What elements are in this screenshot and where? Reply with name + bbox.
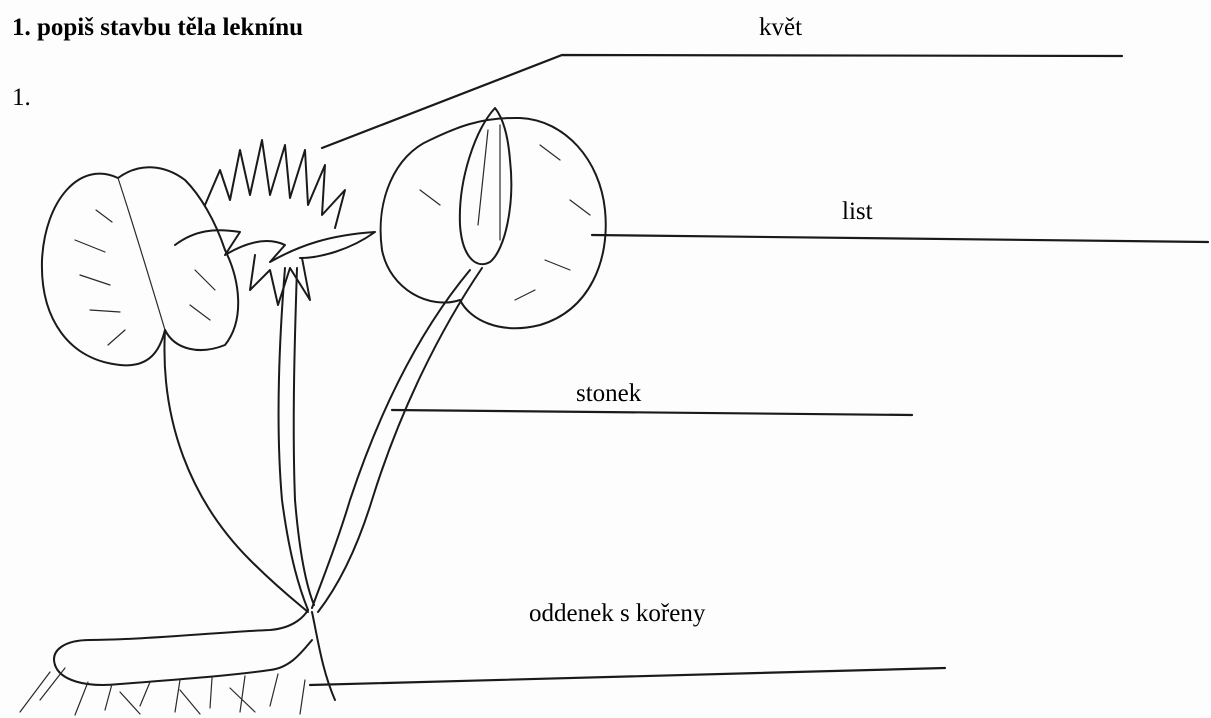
left-leaf-stalk-sketch [164,330,308,612]
right-leaf-sketch [381,118,606,328]
rhizome-sketch [20,610,335,715]
label-flower: květ [759,12,802,44]
label-stem: stonek [576,378,641,410]
right-stalk-sketch [312,268,482,612]
label-rhizome: oddenek s kořeny [529,598,705,630]
leader-line-stem [392,410,912,415]
leader-line-rhizome [310,668,945,685]
label-leaf: list [842,196,873,228]
flower-bud-sketch [460,108,511,264]
leader-line-leaf [592,235,1208,242]
flower-stem-sketch [279,268,314,610]
